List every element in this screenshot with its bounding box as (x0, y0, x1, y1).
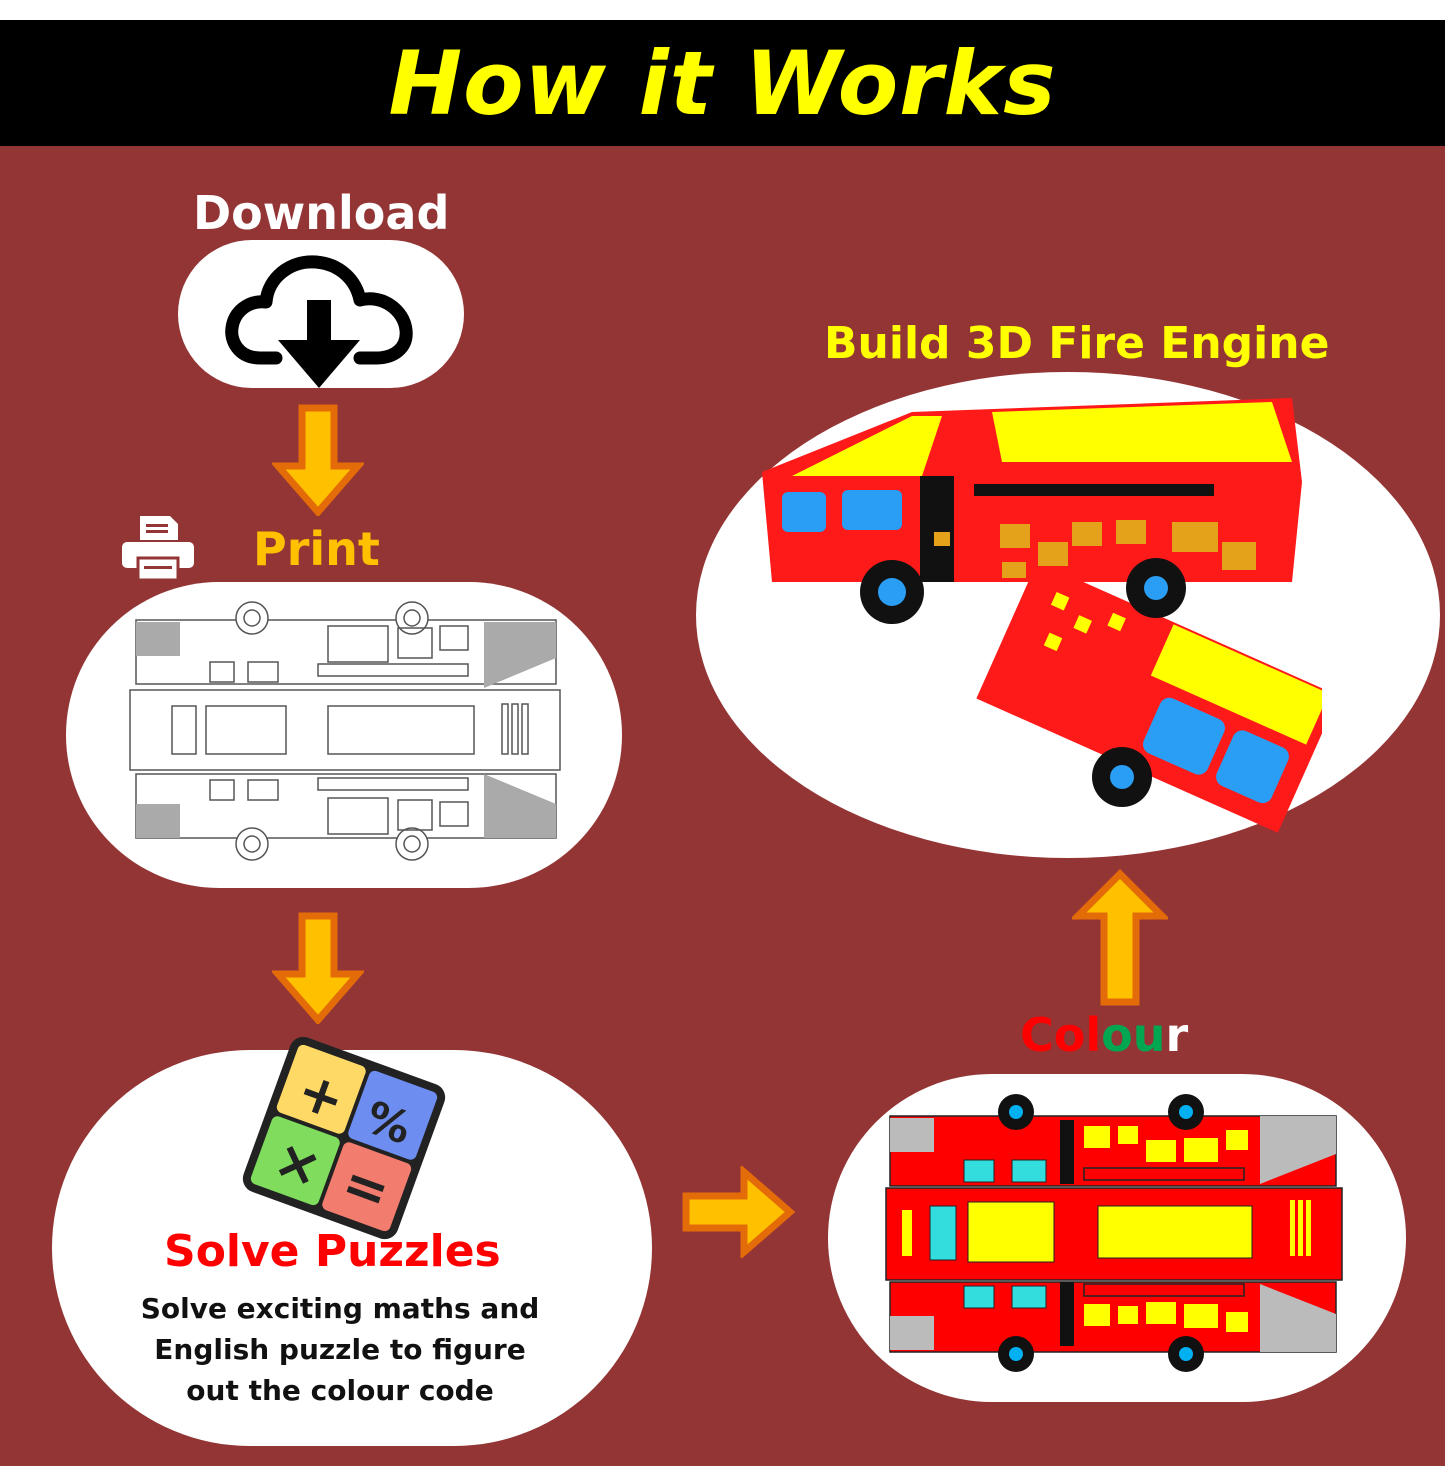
fire-engine-model-image (762, 398, 1322, 833)
download-label: Download (193, 186, 450, 240)
arrow-up (1072, 869, 1168, 1006)
coloured-template-image (885, 1094, 1343, 1372)
print-label: Print (253, 522, 380, 576)
cloud-download-icon (225, 255, 413, 388)
title-banner: How it Works (0, 20, 1445, 146)
arrow-right (682, 1166, 796, 1258)
colour-letter: o (1101, 1008, 1133, 1062)
arrow-down-1 (272, 404, 364, 516)
solve-description-line: Solve exciting maths and (140, 1292, 540, 1325)
solve-label: Solve Puzzles (164, 1226, 501, 1277)
colour-letter: u (1132, 1008, 1166, 1062)
solve-description: Solve exciting maths and English puzzle … (110, 1288, 570, 1411)
colour-label: Colour (1020, 1008, 1188, 1062)
solve-description-line: English puzzle to figure (154, 1333, 526, 1366)
build-label: Build 3D Fire Engine (824, 318, 1330, 369)
printer-icon (122, 516, 194, 582)
page-title: How it Works (388, 31, 1057, 135)
colour-letter: l (1085, 1008, 1102, 1062)
colour-letter: r (1165, 1008, 1189, 1062)
printable-template-image (129, 601, 561, 861)
colour-letter: C (1020, 1008, 1054, 1062)
arrow-down-2 (272, 912, 364, 1024)
solve-description-line: out the colour code (186, 1374, 494, 1407)
colour-letter: o (1053, 1008, 1086, 1062)
math-puzzle-icon: + % × = (242, 1036, 446, 1240)
